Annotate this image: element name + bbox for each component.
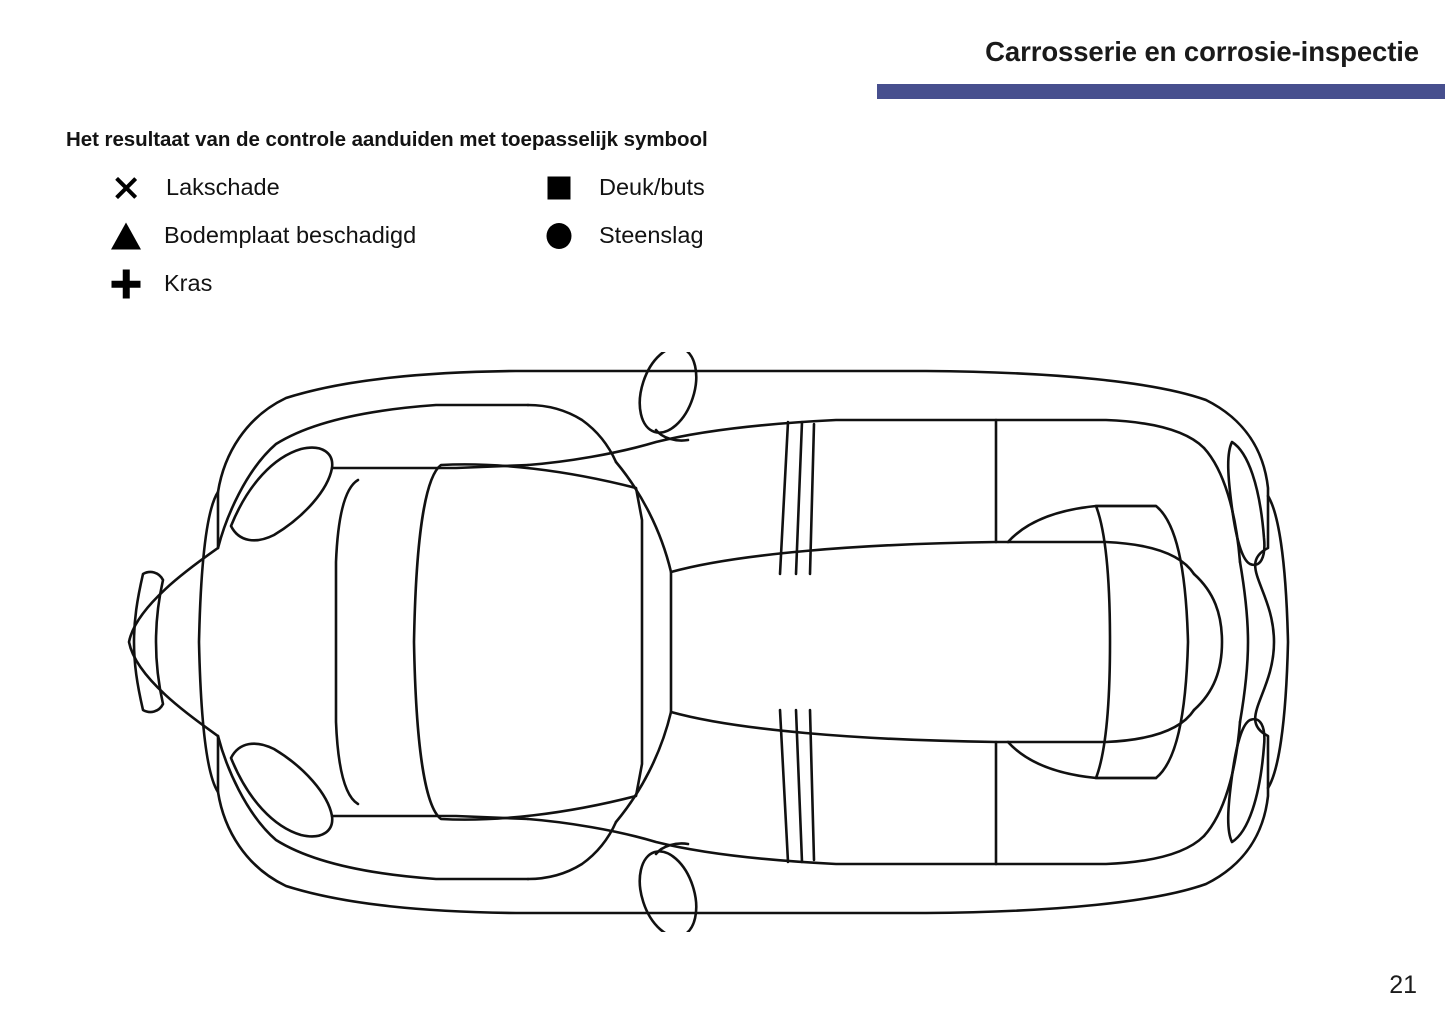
legend-item-label: Lakschade — [166, 174, 280, 201]
x-mark-icon — [106, 168, 146, 208]
roof-top-edge — [669, 540, 1196, 576]
page-title: Carrosserie en corrosie-inspectie — [985, 36, 1419, 67]
legend-item-label: Kras — [164, 270, 213, 297]
front-grille-strip — [132, 570, 165, 714]
side-mirror-bottom-stem — [654, 842, 690, 856]
filled-triangle-icon — [106, 216, 146, 256]
rear-taillight-bottom — [1226, 717, 1266, 844]
legend-item-label: Steenslag — [599, 222, 704, 249]
front-left-fender-line-lower — [216, 734, 530, 881]
side-mirror-bottom — [638, 850, 698, 932]
page-header: Carrosserie en corrosie-inspectie — [0, 0, 1445, 104]
plus-mark-icon — [106, 264, 146, 304]
side-mirror-top-stem — [654, 428, 690, 442]
b-pillar-line-bottom-a — [794, 708, 804, 864]
upper-beltline-top — [526, 418, 1206, 467]
filled-square-icon — [539, 168, 579, 208]
front-left-headlight — [229, 446, 334, 542]
car-top-view-diagram[interactable] — [96, 352, 1306, 932]
tailgate-seam — [1238, 560, 1250, 724]
rear-window-panel — [1094, 504, 1190, 780]
rear-bumper-inner-line — [1266, 494, 1290, 790]
page-number: 21 — [1389, 971, 1417, 999]
b-pillar-line-top-a — [794, 420, 804, 576]
front-left-fender-line — [216, 403, 530, 550]
legend-item-label: Deuk/buts — [599, 174, 705, 201]
filled-circle-icon — [539, 216, 579, 256]
windshield-front-edge — [614, 460, 673, 824]
side-mirror-top — [638, 352, 698, 434]
rear-quarter-line-top — [1006, 504, 1158, 544]
car-outline-svg — [127, 352, 1290, 932]
hood-outline-top — [526, 403, 618, 464]
legend-item-steenslag: Steenslag — [539, 216, 704, 256]
upper-beltline-bottom — [526, 817, 1206, 866]
front-bumper-inner-line — [197, 490, 220, 794]
legend-item-label: Bodemplaat beschadigd — [164, 222, 417, 249]
hood-panel — [334, 478, 360, 806]
rear-deck-outer-line — [1192, 572, 1224, 712]
symbol-legend: Lakschade Bodemplaat beschadigd Kras Deu… — [106, 168, 966, 313]
legend-item-deuk-buts: Deuk/buts — [539, 168, 705, 208]
b-pillar-line-bottom-b — [808, 708, 816, 862]
legend-item-bodemplaat-beschadigd: Bodemplaat beschadigd — [106, 216, 416, 256]
header-accent-rule — [877, 84, 1445, 99]
rear-quarter-line-bottom — [1006, 740, 1158, 780]
rear-pillar-line-bottom — [1202, 720, 1242, 838]
rear-pillar-line-top — [1202, 446, 1242, 564]
windshield-panel — [412, 463, 644, 821]
front-left-headlight-lower — [229, 742, 334, 838]
b-pillar-line-top-b — [808, 422, 816, 576]
legend-item-lakschade: Lakschade — [106, 168, 280, 208]
car-body-outline — [127, 369, 1276, 915]
rear-taillight-top — [1226, 440, 1266, 567]
legend-item-kras: Kras — [106, 264, 212, 304]
roof-bottom-edge — [669, 708, 1196, 744]
front-door-shutline-bottom — [778, 708, 790, 864]
instruction-text: Het resultaat van de controle aanduiden … — [66, 128, 708, 151]
hood-outline-bottom — [526, 820, 618, 881]
front-door-shutline-top — [778, 420, 790, 576]
